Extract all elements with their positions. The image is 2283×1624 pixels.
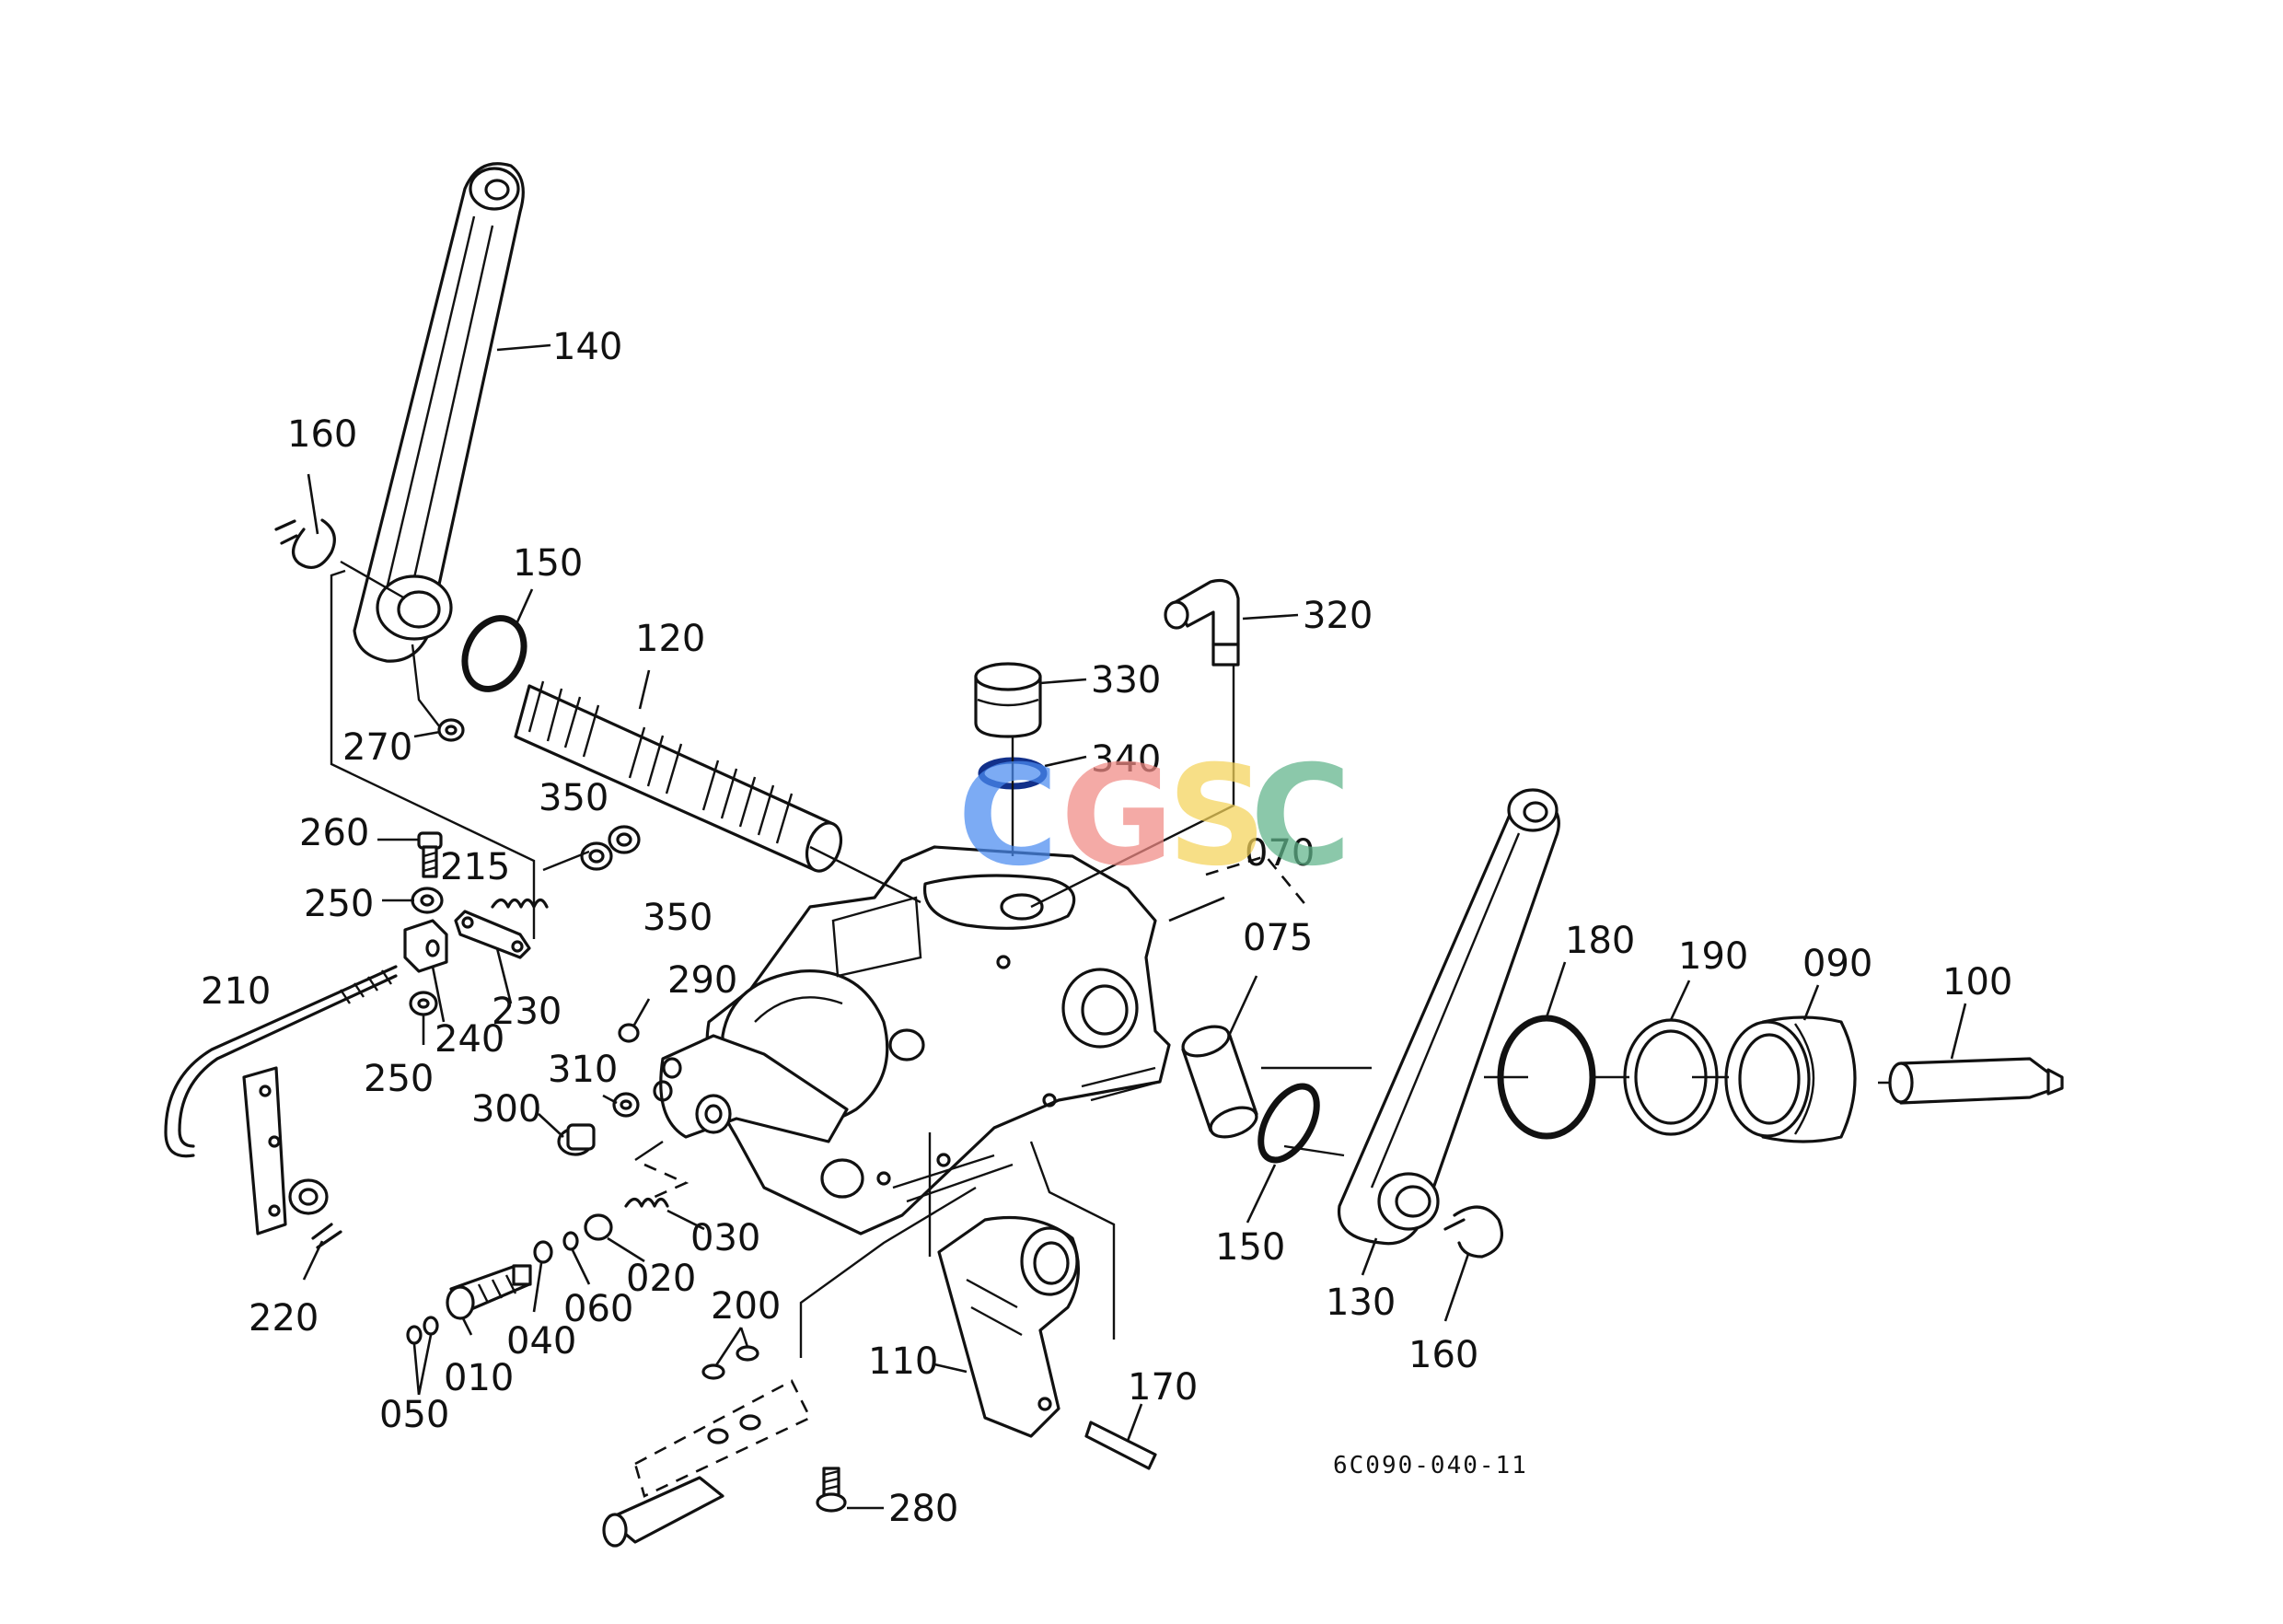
- callout-260: 260: [299, 812, 369, 854]
- callout-170: 170: [1128, 1366, 1198, 1409]
- part-050-o-ring-a: [406, 1325, 423, 1345]
- part-240-clamp-block: [403, 919, 448, 973]
- part-330-filler-cap: [974, 662, 1042, 738]
- part-220-link-plate: [242, 1066, 342, 1249]
- part-270-nut: [437, 718, 465, 742]
- part-090-cylinder-sleeve: [1724, 1015, 1857, 1143]
- callout-290: 290: [667, 959, 737, 1002]
- callout-150-right: 150: [1215, 1226, 1285, 1269]
- callout-215: 215: [440, 846, 510, 888]
- callout-280: 280: [888, 1488, 958, 1530]
- part-210-control-rod: [164, 965, 398, 1158]
- watermark-letter-3: S: [1167, 737, 1267, 897]
- part-150-o-ring-right: [1257, 1083, 1320, 1164]
- part-350-bearing-a: [580, 841, 613, 871]
- part-010-valve-body: [446, 1264, 532, 1320]
- callout-300: 300: [471, 1088, 541, 1131]
- assembly-lines: [330, 560, 1890, 1358]
- diagram-reference-code: 6C090-040-11: [1333, 1452, 1528, 1479]
- callout-040: 040: [506, 1320, 576, 1363]
- callout-160-right: 160: [1408, 1334, 1478, 1376]
- part-050-o-ring-b: [423, 1316, 439, 1336]
- callout-180: 180: [1565, 920, 1635, 962]
- callout-200: 200: [711, 1285, 781, 1328]
- callout-090: 090: [1802, 943, 1872, 985]
- watermark-logo: C G S C: [957, 737, 1351, 897]
- part-230-lever: [454, 910, 531, 959]
- callout-250-upper: 250: [304, 883, 374, 925]
- callout-110: 110: [868, 1340, 938, 1383]
- part-140-lift-arm-left: [353, 162, 525, 663]
- part-215-spring: [491, 898, 549, 909]
- hydraulic-housing: [653, 845, 1171, 1235]
- part-020-ball: [584, 1213, 613, 1241]
- part-150-o-ring-left: [461, 615, 527, 692]
- callout-060: 060: [563, 1288, 633, 1330]
- part-320-elbow-fitting: [1164, 578, 1240, 667]
- part-310-washer: [612, 1092, 640, 1118]
- part-030-spring: [624, 1197, 669, 1208]
- callout-100: 100: [1942, 961, 2012, 1003]
- callout-330: 330: [1091, 659, 1161, 702]
- part-250-nut-upper: [411, 887, 444, 914]
- part-060-seal: [562, 1231, 579, 1251]
- callout-220: 220: [249, 1297, 319, 1340]
- part-250-nut-lower: [409, 991, 438, 1016]
- callout-050: 050: [379, 1394, 449, 1436]
- part-170-pin: [1084, 1421, 1157, 1470]
- callout-190: 190: [1678, 935, 1748, 978]
- callout-250-lower: 250: [364, 1058, 434, 1100]
- watermark-letter-1: C: [957, 737, 1059, 897]
- part-075-bushing: [1181, 1025, 1258, 1139]
- callout-140: 140: [552, 326, 622, 368]
- callout-020: 020: [626, 1258, 696, 1300]
- callout-350-upper: 350: [539, 777, 608, 819]
- part-290-plug-small: [618, 1023, 640, 1043]
- callout-350-lower: 350: [643, 897, 713, 939]
- part-200-o-rings: [701, 1345, 759, 1380]
- part-280-bolt: [816, 1467, 847, 1513]
- watermark-letter-2: G: [1060, 737, 1174, 897]
- part-350-bearing-b: [608, 825, 641, 854]
- callout-labels: 140 160 150 120 320 330 340 270 260 215 …: [201, 326, 2012, 1530]
- callout-030: 030: [690, 1217, 760, 1259]
- part-100-pin: [1888, 1057, 2064, 1105]
- part-160-circlip-right: [1443, 1205, 1503, 1259]
- callout-160-left: 160: [287, 413, 357, 456]
- lower-bracket: [602, 1379, 812, 1548]
- callout-340: 340: [1091, 738, 1161, 781]
- callout-070: 070: [1245, 832, 1315, 875]
- callout-120: 120: [635, 618, 705, 660]
- callout-310: 310: [548, 1049, 618, 1091]
- callout-010: 010: [444, 1357, 514, 1399]
- part-160-circlip-left: [274, 518, 336, 570]
- callout-230: 230: [492, 991, 562, 1033]
- callout-150-left: 150: [513, 542, 583, 585]
- leader-lines: [302, 343, 1967, 1510]
- callout-270: 270: [342, 726, 412, 769]
- part-040-o-ring: [533, 1240, 553, 1264]
- callout-130: 130: [1326, 1282, 1396, 1324]
- part-300-plug: [557, 1123, 596, 1156]
- part-130-lift-arm-right: [1337, 788, 1560, 1246]
- part-110-lever-arm: [937, 1215, 1081, 1438]
- part-260-bolt: [417, 831, 443, 878]
- callout-240: 240: [435, 1018, 504, 1061]
- callout-210: 210: [201, 970, 271, 1013]
- callout-320: 320: [1303, 595, 1373, 637]
- watermark-letter-4: C: [1250, 737, 1351, 897]
- callout-075: 075: [1243, 917, 1313, 959]
